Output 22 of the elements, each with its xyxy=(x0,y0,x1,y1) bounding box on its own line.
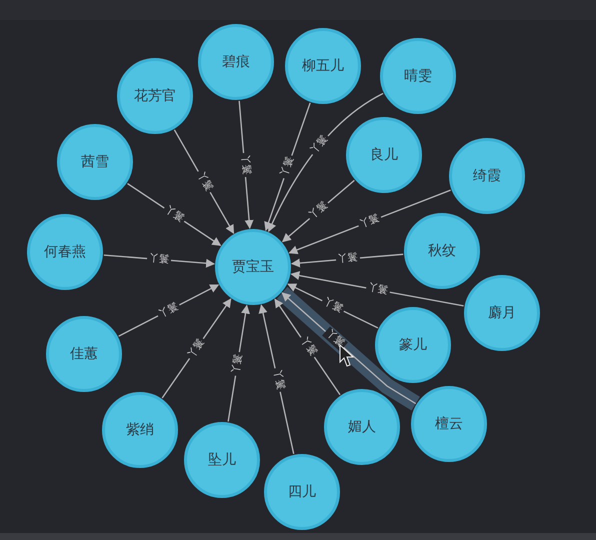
edge-label: 丫鬟 xyxy=(146,252,172,266)
person-circle: 花芳官 xyxy=(117,58,193,134)
edge-label: 丫鬟 xyxy=(335,252,360,266)
person-circle: 良儿 xyxy=(346,117,422,193)
person-circle: 晴雯 xyxy=(380,38,456,114)
person-circle: 茜雪 xyxy=(57,124,133,200)
person-circle: 檀云 xyxy=(411,386,487,462)
person-circle: 柳五儿 xyxy=(285,28,361,104)
person-circle: 贾宝玉 xyxy=(215,229,291,305)
person-circle: 绮霞 xyxy=(449,138,525,214)
arrow xyxy=(268,92,384,232)
person-circle: 坠儿 xyxy=(184,422,260,498)
person-circle: 佳蕙 xyxy=(46,316,122,392)
person-circle: 何春燕 xyxy=(27,214,103,290)
person-circle: 秋纹 xyxy=(404,213,480,289)
person-circle: 四儿 xyxy=(264,454,340,530)
person-circle: 紫绡 xyxy=(102,392,178,468)
person-circle: 媚人 xyxy=(324,389,400,465)
person-circle: 麝月 xyxy=(464,275,540,351)
edge-label: 丫鬟 xyxy=(230,350,246,376)
person-circle: 篆儿 xyxy=(375,307,451,383)
person-circle: 碧痕 xyxy=(198,24,274,100)
